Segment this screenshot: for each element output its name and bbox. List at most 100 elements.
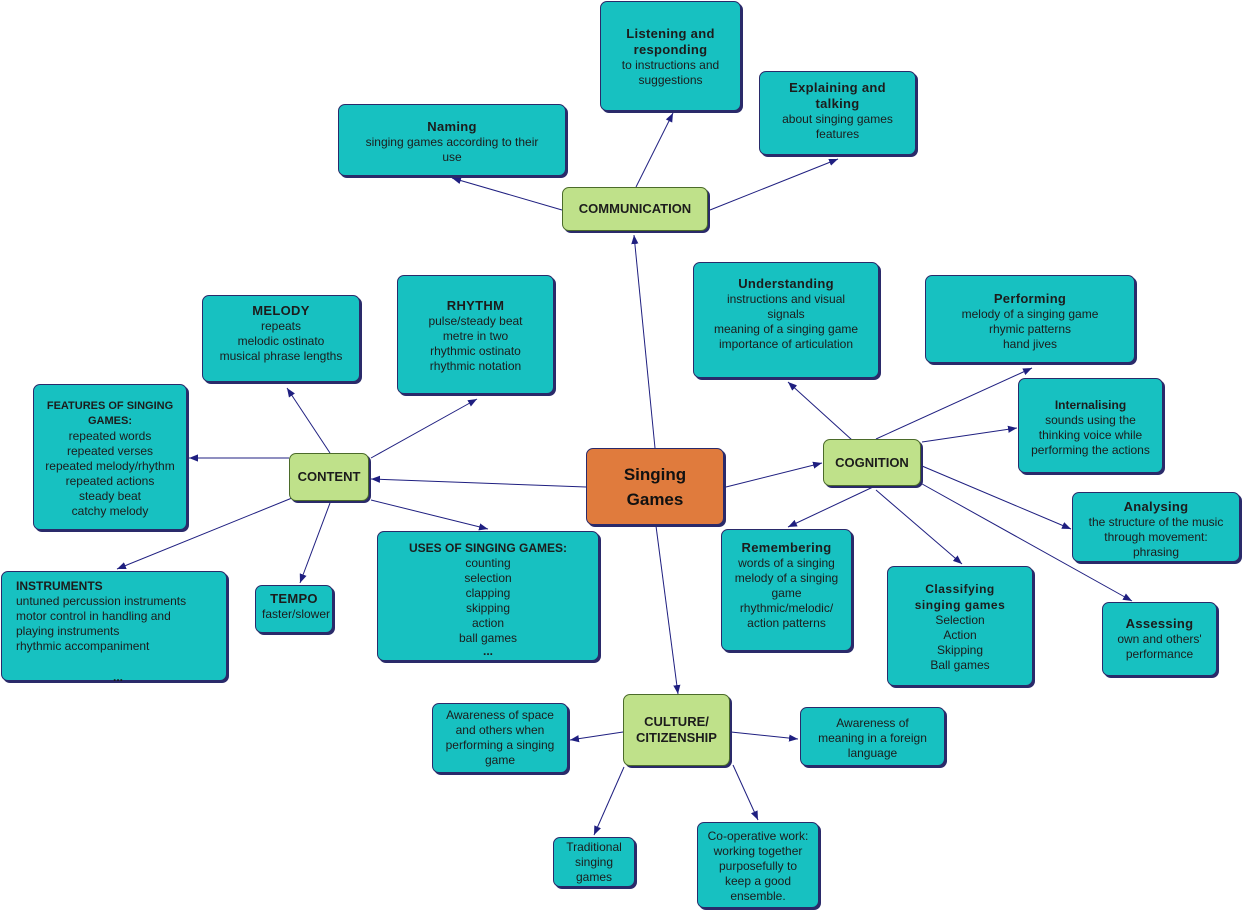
node-listening-responding[interactable]: Listening and responding to instructions…	[600, 1, 741, 111]
node-awareness-space-line: performing a singing	[445, 738, 555, 752]
node-explaining-title-line2: talking	[815, 96, 860, 111]
node-instruments-line: motor control in handling and	[16, 609, 171, 623]
node-remembering-title: Remembering	[741, 540, 832, 555]
node-features-title-line2: GAMES:	[88, 415, 132, 427]
category-culture-label-line2: CITIZENSHIP	[636, 730, 717, 745]
node-uses-line: clapping	[465, 586, 511, 600]
node-analysing-line: the structure of the music	[1088, 515, 1224, 529]
edge-culture-traditional	[593, 766, 625, 836]
node-listening-line: suggestions	[638, 73, 703, 87]
category-communication[interactable]: COMMUNICATION	[562, 187, 708, 231]
node-remembering-line: rhythmic/melodic/	[739, 601, 834, 615]
node-naming[interactable]: Naming singing games according to their …	[338, 104, 566, 176]
node-performing-line: rhymic patterns	[988, 322, 1072, 336]
node-explaining-talking[interactable]: Explaining and talking about singing gam…	[759, 71, 916, 155]
node-melody-line: repeats	[260, 319, 302, 333]
node-features-title-line1: FEATURES OF SINGING	[46, 400, 174, 412]
edge-cognition-performing	[875, 367, 1033, 440]
category-cognition[interactable]: COGNITION	[823, 439, 921, 486]
node-naming-line: use	[442, 150, 462, 164]
node-uses-line: selection	[464, 571, 512, 585]
node-performing-title: Performing	[993, 291, 1067, 306]
node-uses-line: action	[471, 616, 505, 630]
node-tempo-title: TEMPO	[270, 591, 318, 606]
edge-root-culture	[655, 525, 681, 695]
node-rhythm-line: rhythmic ostinato	[430, 344, 521, 358]
node-uses-line: counting	[465, 556, 511, 570]
node-instruments[interactable]: INSTRUMENTS untuned percussion instrumen…	[1, 571, 227, 684]
node-awareness-of-meaning[interactable]: Awareness of meaning in a foreign langua…	[800, 707, 945, 766]
node-traditional-singing-games[interactable]: Traditional singing games	[553, 837, 635, 887]
node-remembering[interactable]: Remembering words of a singing melody of…	[721, 529, 852, 651]
node-awareness-space-line: game	[484, 753, 516, 767]
node-awareness-of-space[interactable]: Awareness of space and others when perfo…	[432, 703, 568, 773]
edge-cognition-remembering	[787, 486, 874, 528]
node-traditional-line: Traditional	[566, 840, 622, 854]
node-classifying-line: Ball games	[930, 658, 990, 672]
node-features-line: repeated actions	[65, 474, 155, 488]
edge-culture-awareness-space	[569, 731, 624, 743]
node-features-of-singing-games[interactable]: FEATURES OF SINGING GAMES: repeated word…	[33, 384, 187, 530]
node-assessing-line: performance	[1125, 647, 1194, 661]
node-co-operative-work[interactable]: Co-operative work: working together purp…	[697, 822, 819, 908]
node-performing[interactable]: Performing melody of a singing game rhym…	[925, 275, 1135, 363]
edge-cognition-analysing	[921, 465, 1072, 530]
node-internalising[interactable]: Internalising sounds using the thinking …	[1018, 378, 1163, 473]
node-analysing[interactable]: Analysing the structure of the music thr…	[1072, 492, 1240, 562]
edge-content-melody	[286, 387, 331, 454]
edge-communication-explaining	[709, 158, 839, 211]
node-remembering-line: game	[771, 586, 802, 600]
node-assessing-title: Assessing	[1125, 616, 1194, 631]
node-instruments-line: rhythmic accompaniment	[16, 639, 150, 653]
node-understanding-line: meaning of a singing game	[713, 322, 859, 336]
category-cognition-label: COGNITION	[835, 454, 909, 470]
node-cooperative-line: working together	[713, 844, 803, 858]
node-instruments-line: playing instruments	[16, 624, 120, 638]
node-features-line: steady beat	[78, 489, 142, 503]
node-melody-line: musical phrase lengths	[219, 349, 343, 363]
category-culture-label-line1: CULTURE/	[644, 714, 709, 729]
node-classifying-line: Selection	[935, 613, 985, 627]
node-features-line: repeated words	[68, 429, 152, 443]
node-tempo-line: faster/slower	[262, 607, 331, 621]
node-melody-line: melodic ostinato	[237, 334, 325, 348]
node-awareness-space-line: and others when	[455, 723, 545, 737]
node-analysing-line: through movement:	[1104, 530, 1208, 544]
node-uses-of-singing-games[interactable]: USES OF SINGING GAMES: counting selectio…	[377, 531, 599, 661]
node-assessing[interactable]: Assessing own and others' performance	[1102, 602, 1217, 676]
node-awareness-meaning-line: meaning in a foreign	[818, 731, 927, 745]
edge-content-tempo	[299, 502, 331, 584]
node-uses-line: ball games	[458, 631, 518, 645]
node-rhythm[interactable]: RHYTHM pulse/steady beat metre in two rh…	[397, 275, 554, 394]
node-features-line: repeated melody/rhythm	[45, 459, 175, 473]
node-awareness-meaning-line: language	[847, 746, 898, 760]
node-rhythm-line: metre in two	[442, 329, 509, 343]
node-classifying-line: Action	[943, 628, 977, 642]
node-remembering-line: melody of a singing	[734, 571, 839, 585]
node-rhythm-title: RHYTHM	[446, 298, 505, 313]
category-content[interactable]: CONTENT	[289, 453, 369, 501]
node-uses-title: USES OF SINGING GAMES:	[408, 541, 567, 555]
node-explaining-line: about singing games	[782, 112, 893, 126]
node-melody[interactable]: MELODY repeats melodic ostinato musical …	[202, 295, 360, 382]
node-traditional-line: games	[575, 870, 613, 884]
node-naming-title: Naming	[427, 119, 477, 134]
node-classifying-singing-games[interactable]: Classifying singing games Selection Acti…	[887, 566, 1033, 686]
category-culture-citizenship[interactable]: CULTURE/ CITIZENSHIP	[623, 694, 730, 766]
node-instruments-title: INSTRUMENTS	[16, 579, 103, 593]
root-node-singing-games[interactable]: Singing Games	[586, 448, 724, 525]
edge-content-instruments	[116, 497, 293, 570]
edge-cognition-assessing	[914, 479, 1133, 602]
node-understanding[interactable]: Understanding instructions and visual si…	[693, 262, 879, 378]
node-understanding-line: signals	[767, 307, 805, 321]
node-features-line: catchy melody	[71, 504, 149, 518]
node-cooperative-line: Co-operative work:	[707, 829, 809, 843]
node-internalising-line: performing the actions	[1031, 443, 1150, 457]
node-analysing-line: phrasing	[1132, 545, 1180, 559]
node-internalising-title: Internalising	[1054, 398, 1127, 412]
node-instruments-line: untuned percussion instruments	[16, 594, 187, 608]
edge-communication-naming	[451, 177, 563, 211]
node-explaining-line: features	[815, 127, 860, 141]
node-tempo[interactable]: TEMPO faster/slower	[255, 585, 333, 633]
